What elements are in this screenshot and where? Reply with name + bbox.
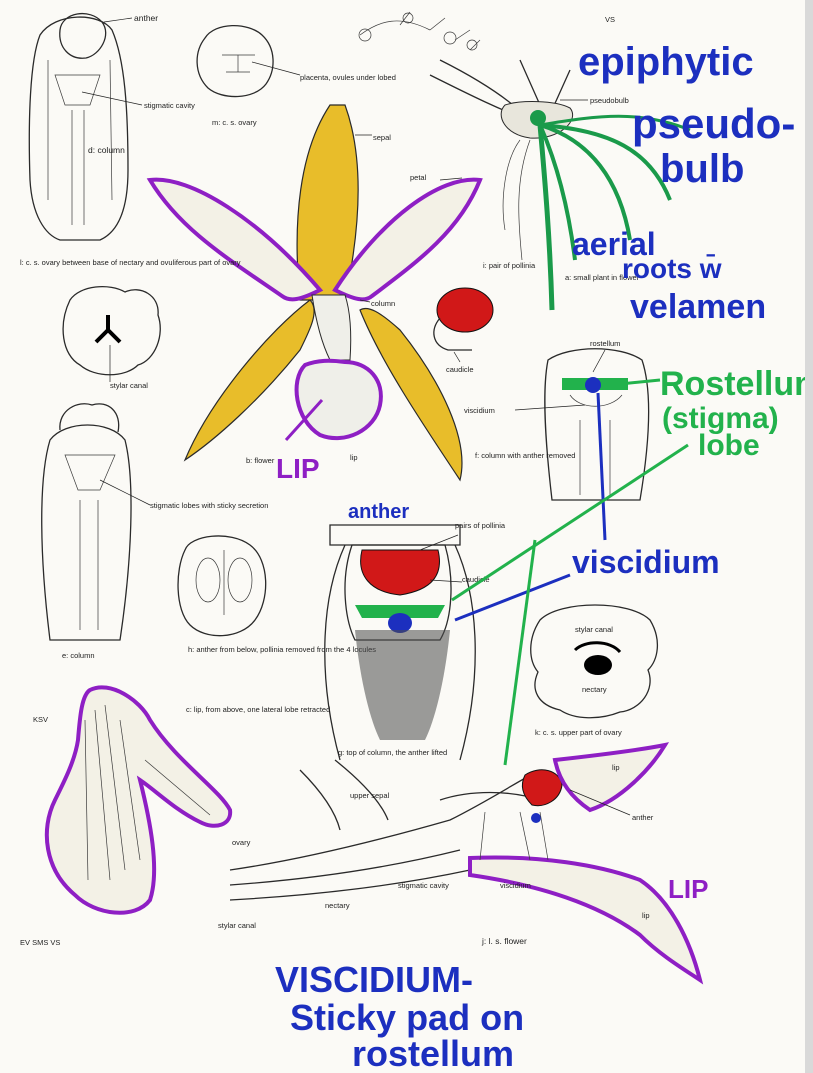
handwritten-roots: roots w̄ — [622, 253, 722, 284]
label-vs: VS — [605, 15, 615, 24]
figure-d-column — [29, 14, 142, 240]
label-pairs-pollinia: pairs of pollinia — [455, 521, 506, 530]
label-viscidium-f: viscidium — [464, 406, 495, 415]
viscidium-blue-f — [585, 377, 601, 393]
figure-i-pollinia — [434, 288, 493, 362]
label-g-top-column: g: top of column, the anther lifted — [338, 748, 447, 757]
anther-red-j — [522, 770, 562, 806]
handwritten-velamen: velamen — [630, 288, 766, 326]
handwritten-pseudo: pseudo- — [632, 100, 795, 147]
label-stylar-canal-l: stylar canal — [110, 381, 148, 390]
handwritten-lip-j: LIP — [668, 874, 708, 904]
label-lip-j: lip — [612, 763, 620, 772]
pollinia-red — [437, 288, 493, 332]
handwritten-footer-1: VISCIDIUM- — [275, 959, 473, 1000]
label-h-anther: h: anther from below, pollinia removed f… — [188, 645, 376, 654]
figure-m-ovary — [197, 26, 300, 97]
label-nectary-j: nectary — [325, 901, 350, 910]
label-e-column: e: column — [62, 651, 95, 660]
label-k-ovary: k: c. s. upper part of ovary — [535, 728, 622, 737]
figure-j-flower — [230, 745, 700, 980]
sepal-left — [185, 300, 314, 460]
handwritten-footer-2: Sticky pad on — [290, 997, 524, 1038]
figure-l-ovary — [63, 287, 160, 382]
handwritten-rostellum: Rostellum — [660, 365, 813, 403]
label-l-ovary: l: c. s. ovary between base of nectary a… — [20, 258, 241, 267]
handwritten-bulb: bulb — [660, 147, 744, 191]
lower-lip-j — [470, 857, 700, 980]
lip-c — [47, 687, 230, 912]
handwritten-lip-b: LIP — [276, 453, 320, 484]
label-placenta: placenta, ovules under lobed — [300, 73, 396, 82]
label-f-column: f: column with anther removed — [475, 451, 575, 460]
label-upper-sepal: upper sepal — [350, 791, 390, 800]
label-ksv: KSV — [33, 715, 48, 724]
label-c-lip: c: lip, from above, one lateral lobe ret… — [186, 705, 330, 714]
viscidium-blue-j — [531, 813, 541, 823]
label-ovary-j: ovary — [232, 838, 251, 847]
figure-k-ovary — [531, 605, 658, 718]
label-rostellum-f: rostellum — [590, 339, 620, 348]
label-petal: petal — [410, 173, 427, 182]
page-edge — [805, 0, 813, 1073]
label-b-flower: b: flower — [246, 456, 275, 465]
handwritten-lobe: lobe — [698, 429, 760, 462]
label-d-column: d: column — [88, 145, 125, 155]
label-pseudobulb-printed: pseudobulb — [590, 96, 629, 105]
label-caudicle-i: caudicle — [446, 365, 474, 374]
label-stylar-canal-k: stylar canal — [575, 625, 613, 634]
label-lip-j2: lip — [642, 911, 650, 920]
label-j-flower: j: l. s. flower — [481, 936, 527, 946]
figure-f-column — [515, 349, 649, 500]
label-signature: EV SMS VS — [20, 938, 60, 947]
pollinia-red-g — [361, 550, 440, 595]
label-stigmatic-lobes: stigmatic lobes with sticky secretion — [150, 501, 268, 510]
handwritten-epiphytic: epiphytic — [578, 40, 754, 84]
label-anther-j: anther — [632, 813, 654, 822]
label-m-ovary: m: c. s. ovary — [212, 118, 257, 127]
label-column-b: column — [371, 299, 395, 308]
label-stigmatic-cavity: stigmatic cavity — [144, 101, 195, 110]
label-viscidium-j: viscidium — [500, 881, 531, 890]
arrow-blue-viscidium-f — [598, 393, 605, 540]
lip-b — [297, 361, 381, 438]
label-stigmatic-cavity-j: stigmatic cavity — [398, 881, 449, 890]
label-anther-top: anther — [134, 13, 158, 23]
label-nectary-k: nectary — [582, 685, 607, 694]
handwritten-anther: anther — [348, 501, 409, 523]
label-sepal: sepal — [373, 133, 391, 142]
label-i-pollinia: i: pair of pollinia — [483, 261, 536, 270]
figure-h-anther — [178, 536, 266, 636]
figure-e-column — [42, 404, 150, 640]
handwritten-footer-3: rostellum — [352, 1033, 514, 1073]
figure-b-flower — [150, 105, 480, 480]
figure-c-lip — [47, 687, 230, 912]
label-stylar-canal-j: stylar canal — [218, 921, 256, 930]
handwritten-viscidium: viscidium — [572, 544, 720, 580]
petal-left — [150, 180, 320, 300]
upper-lip-j — [555, 745, 665, 810]
label-lip-b: lip — [350, 453, 358, 462]
figure-g-column-top — [325, 525, 475, 760]
